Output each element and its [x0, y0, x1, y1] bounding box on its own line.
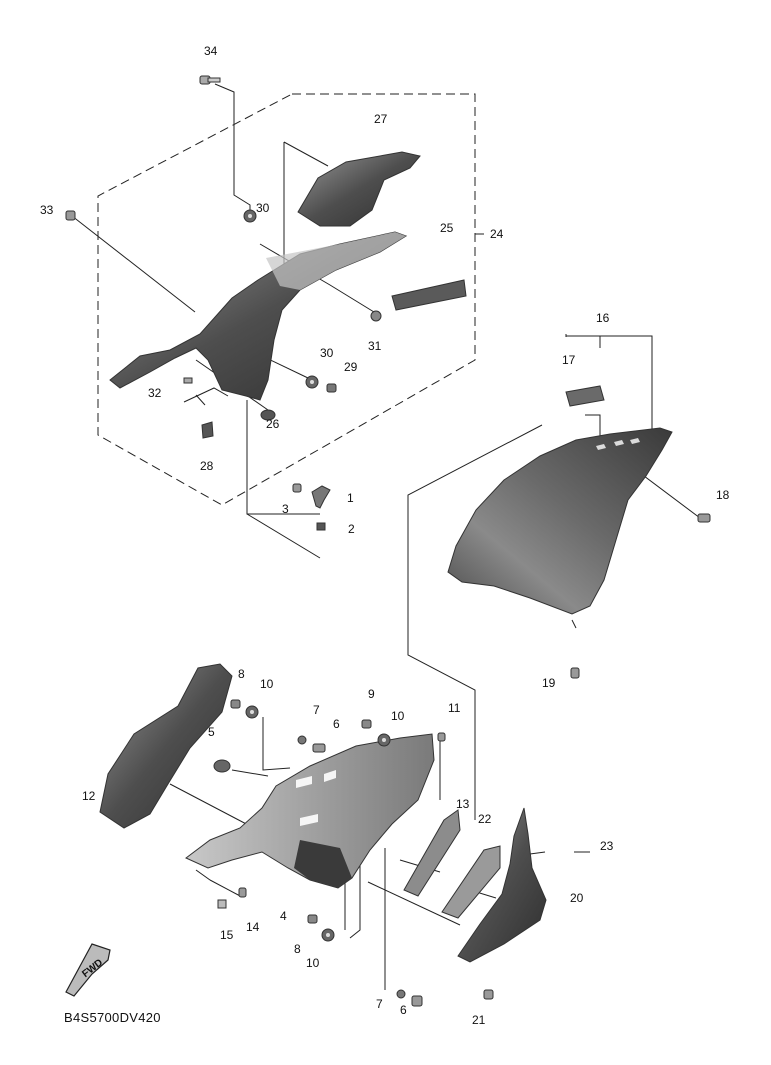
callout-28: 28: [200, 459, 214, 473]
bolt-33: [65, 210, 76, 221]
callout-6-lower: 6: [400, 1003, 407, 1017]
grommet-31: [370, 310, 382, 322]
callout-labels: 34 27 33 30 24 25 31 30 29 32 28 26 16 1…: [40, 44, 730, 1027]
callout-27: 27: [374, 112, 388, 126]
bolt-14: [238, 887, 247, 898]
clip-15: [217, 899, 227, 909]
washer-10-top-right: [377, 733, 391, 747]
callout-1: 1: [347, 491, 354, 505]
part-20-bracket: [457, 807, 547, 963]
callout-7-upper: 7: [313, 703, 320, 717]
callout-34: 34: [204, 44, 218, 58]
part-22-strip: [441, 845, 501, 919]
callout-4: 4: [280, 909, 287, 923]
callout-8-lower: 8: [294, 942, 301, 956]
bolt-6-bottom: [411, 995, 423, 1007]
callout-10-lower: 10: [306, 956, 320, 970]
callout-20: 20: [570, 891, 584, 905]
callout-10-upper-left: 10: [260, 677, 274, 691]
nut-5: [213, 759, 231, 773]
nut-29: [326, 383, 337, 393]
callout-30-lower: 30: [320, 346, 334, 360]
callout-25: 25: [440, 221, 454, 235]
callout-32: 32: [148, 386, 162, 400]
bolt-6-top: [312, 743, 326, 753]
callout-8-upper: 8: [238, 667, 245, 681]
washer-10-bottom: [321, 928, 335, 942]
callout-9: 9: [368, 687, 375, 701]
washer-10-top-left: [245, 705, 259, 719]
part-13-strip: [403, 809, 461, 897]
callout-29: 29: [344, 360, 358, 374]
part-27-cover: [297, 151, 421, 227]
nut-9: [361, 719, 372, 729]
nut-8-top: [230, 699, 241, 709]
callout-26: 26: [266, 417, 280, 431]
bolt-21: [483, 989, 494, 1000]
washer-7-bottom: [396, 989, 406, 999]
bracket-1: [311, 485, 331, 509]
grommet-30-mid: [305, 375, 319, 389]
part-12-duct: [99, 663, 233, 829]
assembly-boundary-24: [97, 93, 476, 506]
callout-6-upper: 6: [333, 717, 340, 731]
callout-17: 17: [562, 353, 576, 367]
callout-21: 21: [472, 1013, 486, 1027]
callout-3: 3: [282, 502, 289, 516]
screw-3: [292, 483, 302, 493]
callout-11: 11: [448, 701, 461, 715]
callout-15: 15: [220, 928, 234, 942]
callout-30-upper: 30: [256, 201, 270, 215]
callout-7-lower: 7: [376, 997, 383, 1011]
callout-12: 12: [82, 789, 96, 803]
callout-5: 5: [208, 725, 215, 739]
callout-16: 16: [596, 311, 610, 325]
pad-2: [316, 522, 326, 531]
callout-33: 33: [40, 203, 54, 217]
callout-14: 14: [246, 920, 260, 934]
callout-18: 18: [716, 488, 730, 502]
bolt-18: [697, 513, 711, 523]
callout-24: 24: [490, 227, 504, 241]
callout-2: 2: [348, 522, 355, 536]
callout-31: 31: [368, 339, 382, 353]
callout-13: 13: [456, 797, 470, 811]
part-25-strip: [391, 279, 467, 311]
screw-32: [183, 377, 193, 384]
part-17-plate: [565, 385, 605, 407]
diagram-code: B4S5700DV420: [64, 1010, 161, 1025]
bolt-34: [199, 75, 221, 85]
callout-10-upper-right: 10: [391, 709, 405, 723]
part-4-stay: [185, 733, 435, 889]
bolt-19: [570, 667, 580, 679]
bolt-11: [437, 732, 446, 742]
callout-23: 23: [600, 839, 614, 853]
fwd-arrow-icon: FWD: [65, 943, 111, 997]
washer-7-top: [297, 735, 307, 745]
callout-19: 19: [542, 676, 556, 690]
part-16-side-cowl: [447, 427, 673, 615]
pad-28: [201, 421, 214, 439]
nut-8-bottom: [307, 914, 318, 924]
callout-22: 22: [478, 812, 492, 826]
grommet-30-top: [243, 209, 257, 223]
clip-26: [260, 409, 276, 421]
